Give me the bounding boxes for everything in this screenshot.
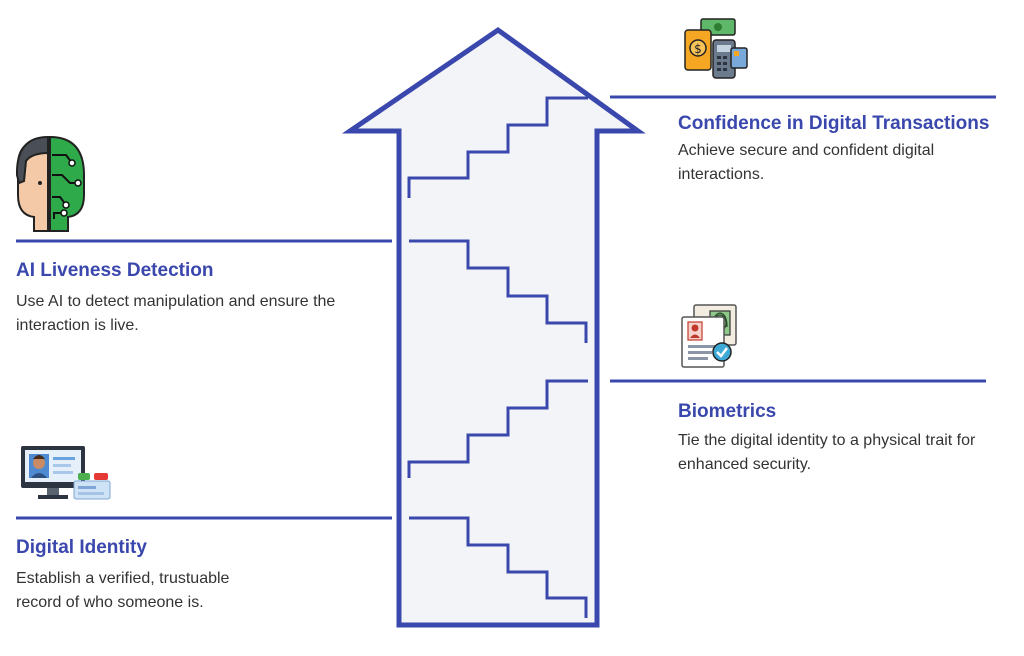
stage-desc-ai-liveness: Use AI to detect manipulation and ensure…	[16, 293, 336, 334]
ai-face-circuit-icon	[15, 135, 85, 232]
stage-title-ai-liveness: AI Liveness Detection	[16, 260, 214, 281]
stage-desc-confidence: Achieve secure and confident digital int…	[678, 142, 935, 183]
divider-group	[16, 95, 996, 520]
stage-desc-biometrics: Tie the digital identity to a physical t…	[678, 432, 976, 473]
staircase-confidence	[407, 96, 588, 198]
staircase-biometrics	[407, 379, 588, 478]
stage-title-confidence: Confidence in Digital Transactions	[678, 113, 990, 134]
stage-desc-digital-identity: Establish a verified, trustuable record …	[16, 570, 230, 611]
payment-terminal-icon: $	[684, 18, 748, 79]
svg-text:$: $	[694, 42, 702, 56]
staircase-group	[407, 96, 588, 618]
computer-id-card-icon	[21, 446, 111, 500]
arrow-outline	[341, 26, 646, 628]
staircase-ai-liveness	[409, 239, 588, 343]
stage-title-biometrics: Biometrics	[678, 401, 777, 422]
staircase-digital-identity	[409, 516, 588, 618]
fingerprint-document-icon	[681, 304, 737, 368]
stage-title-digital-identity: Digital Identity	[16, 537, 147, 558]
